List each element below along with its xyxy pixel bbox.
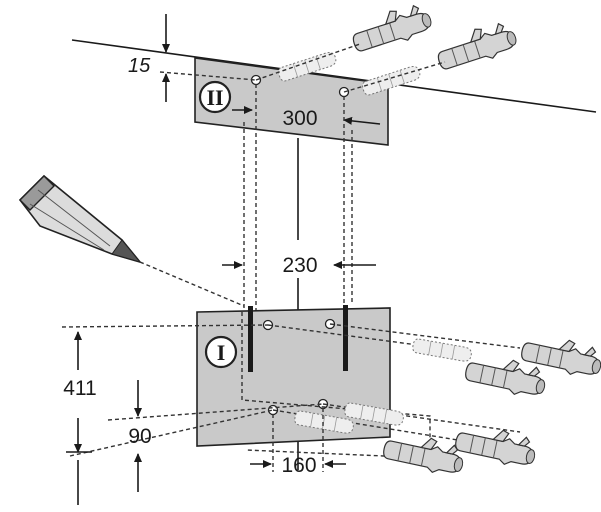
roman-badge-upper bbox=[198, 80, 232, 114]
mark-right bbox=[343, 305, 348, 371]
pencil-icon bbox=[18, 174, 245, 307]
roman-label-upper: II bbox=[206, 85, 223, 110]
lower-plate bbox=[196, 307, 391, 447]
mark-left bbox=[248, 306, 253, 372]
dim-label-90: 90 bbox=[128, 425, 151, 448]
wall-plug-ghost-icon bbox=[411, 337, 473, 363]
wall-plug-ghost-icon bbox=[360, 64, 423, 97]
dim-label-300: 300 bbox=[282, 107, 317, 130]
wall-plug-icon bbox=[347, 0, 435, 57]
dim-label-15: 15 bbox=[128, 55, 151, 77]
dim-label-230: 230 bbox=[282, 254, 317, 277]
dim-label-160: 160 bbox=[281, 454, 316, 477]
upper-plate bbox=[194, 57, 389, 146]
roman-badge-lower bbox=[204, 335, 238, 369]
dim-label-411: 411 bbox=[63, 377, 96, 400]
wall-plug-icon bbox=[432, 17, 520, 75]
roman-label-lower: I bbox=[217, 340, 226, 365]
wall-plug-icon bbox=[452, 420, 540, 471]
wall-plug-icon bbox=[380, 428, 468, 479]
